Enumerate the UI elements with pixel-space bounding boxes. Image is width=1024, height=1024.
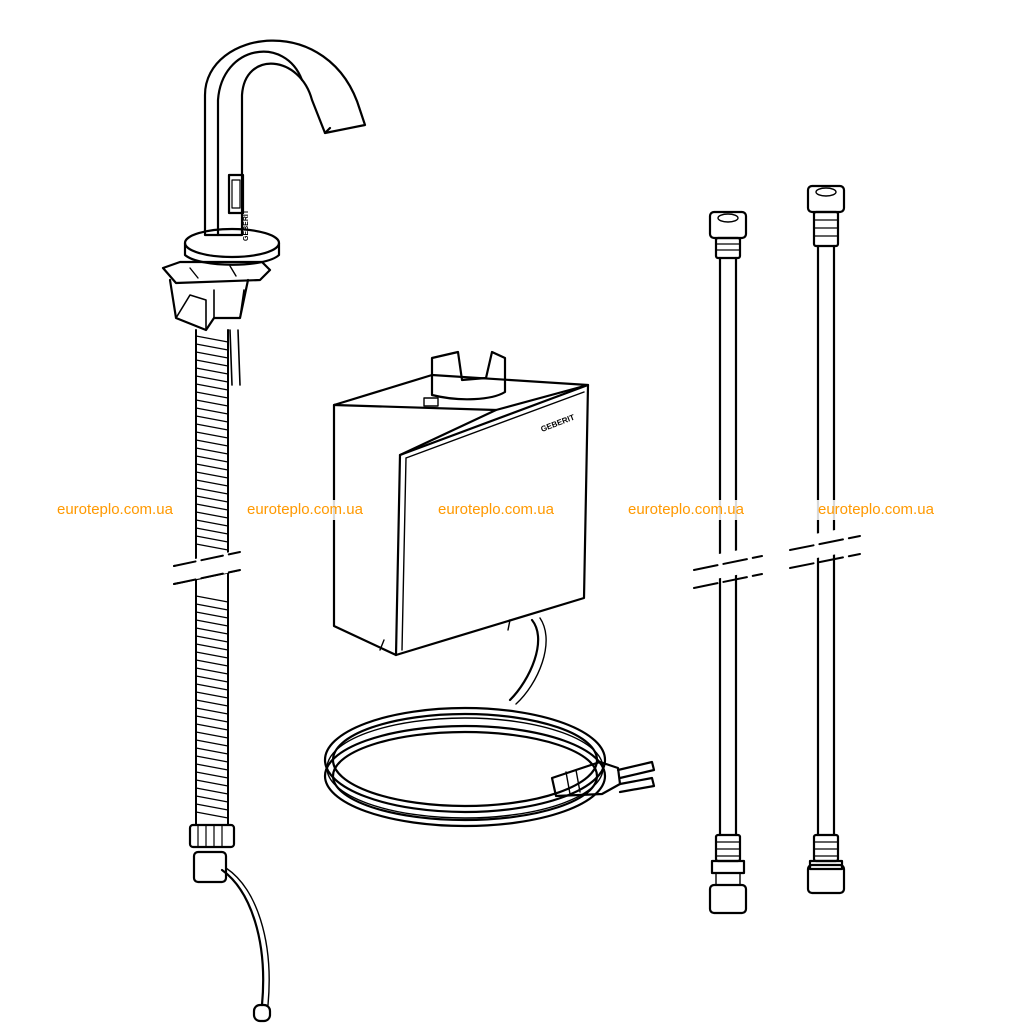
faucet-brand-label: GEBERIT xyxy=(243,209,250,241)
faucet-icon: GEBERIT xyxy=(161,39,367,386)
watermark-text: euroteplo.com.ua xyxy=(816,500,936,520)
connection-hose-left xyxy=(693,210,763,915)
watermark-text: euroteplo.com.ua xyxy=(436,500,556,520)
power-plug-icon xyxy=(323,617,656,828)
watermark-text: euroteplo.com.ua xyxy=(55,500,175,520)
box-brand-label: GEBERIT xyxy=(539,413,576,434)
connection-hose-right xyxy=(789,184,861,895)
faucet-hose-icon xyxy=(173,329,272,1023)
watermark-text: euroteplo.com.ua xyxy=(245,500,365,520)
watermark-text: euroteplo.com.ua xyxy=(626,500,746,520)
